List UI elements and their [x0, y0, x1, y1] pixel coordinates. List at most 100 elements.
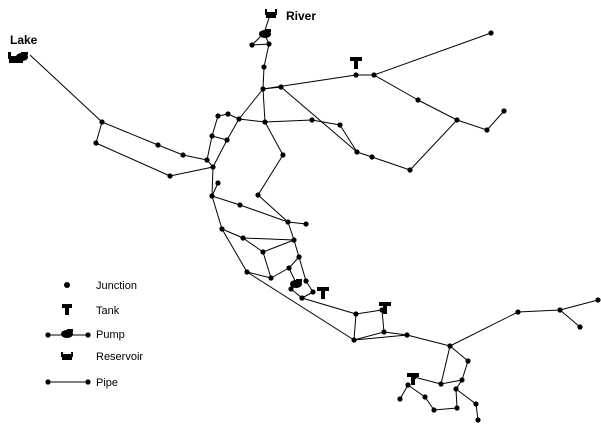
tank-icon [407, 373, 419, 385]
pipe [399, 384, 409, 400]
pipe [475, 403, 479, 421]
junction [288, 286, 294, 292]
junction [557, 307, 563, 313]
junction [595, 297, 601, 303]
pipe [211, 195, 223, 230]
pipe [221, 228, 248, 273]
junction [577, 324, 583, 330]
junction [369, 154, 375, 160]
river-reservoir-icon [265, 9, 277, 18]
pipe [95, 142, 171, 177]
junction [407, 167, 413, 173]
junction [351, 337, 357, 343]
junction [459, 377, 465, 383]
junction [262, 119, 268, 125]
junction [261, 64, 267, 70]
pipe [373, 74, 419, 101]
junction [303, 221, 309, 227]
pipe [257, 194, 289, 223]
pipe [257, 154, 284, 196]
pipe [559, 309, 581, 328]
junction [381, 329, 387, 335]
junction [209, 133, 215, 139]
junction [236, 116, 242, 122]
junction [240, 235, 246, 241]
pipe [433, 407, 458, 411]
pipe [356, 151, 373, 158]
junction [278, 84, 284, 90]
junction [353, 311, 359, 317]
pipe [417, 99, 458, 121]
pipe [238, 118, 266, 123]
junction [255, 192, 261, 198]
tank-icon [350, 57, 362, 69]
junction [303, 278, 309, 284]
pipe [263, 43, 270, 68]
legend-reservoir-label: Reservoir [96, 351, 143, 363]
junction [488, 30, 494, 36]
legend-tank-label: Tank [96, 305, 120, 317]
pipe [355, 309, 383, 315]
pipe [486, 110, 505, 131]
pipe [406, 334, 451, 347]
junction [515, 309, 521, 315]
junction [415, 97, 421, 103]
pipe [246, 271, 272, 279]
pipe [262, 251, 272, 279]
pipe [211, 166, 214, 197]
legend-pipe-icon [45, 379, 91, 385]
pipe [353, 331, 385, 341]
pipe-layer [29, 17, 599, 421]
junction [99, 119, 105, 125]
legend-pump-icon [45, 329, 91, 338]
pipe [212, 139, 228, 168]
pipe [226, 118, 240, 141]
junction [291, 237, 297, 243]
junction [249, 42, 255, 48]
legend-reservoir-icon [61, 352, 73, 360]
junction [397, 396, 403, 402]
pipe [242, 237, 264, 253]
junction [219, 226, 225, 232]
junction [299, 295, 305, 301]
junction [237, 202, 243, 208]
pipe [169, 166, 214, 177]
junction [465, 358, 471, 364]
junction [422, 394, 428, 400]
legend: Junction Tank Pump Reservoir [45, 280, 143, 389]
pipe [262, 88, 266, 123]
junction [309, 117, 315, 123]
pipe [264, 121, 284, 156]
junction [501, 108, 507, 114]
legend-pipe-label: Pipe [96, 377, 118, 389]
pipe [280, 86, 358, 153]
pipe [424, 396, 435, 411]
junction [180, 152, 186, 158]
legend-pump-label: Pump [96, 329, 125, 341]
pipe [206, 135, 213, 161]
tank-icon [379, 302, 391, 314]
river-label: River [286, 9, 316, 23]
junction [167, 173, 173, 179]
junction [337, 122, 343, 128]
junction [404, 332, 410, 338]
pipe [182, 154, 208, 161]
pipe [251, 43, 270, 46]
pipe [157, 144, 184, 156]
junction [371, 72, 377, 78]
pipe [383, 331, 408, 336]
pipe [301, 297, 357, 315]
junction [296, 254, 302, 260]
junction [260, 249, 266, 255]
junction [215, 113, 221, 119]
pipe [456, 119, 488, 131]
pipe [264, 119, 313, 123]
pipe [211, 115, 219, 137]
pipe [262, 74, 357, 90]
symbol-layer [8, 9, 419, 385]
junction [204, 157, 210, 163]
legend-junction-label: Junction [96, 280, 137, 292]
pipe [461, 360, 469, 381]
junction [244, 269, 250, 275]
